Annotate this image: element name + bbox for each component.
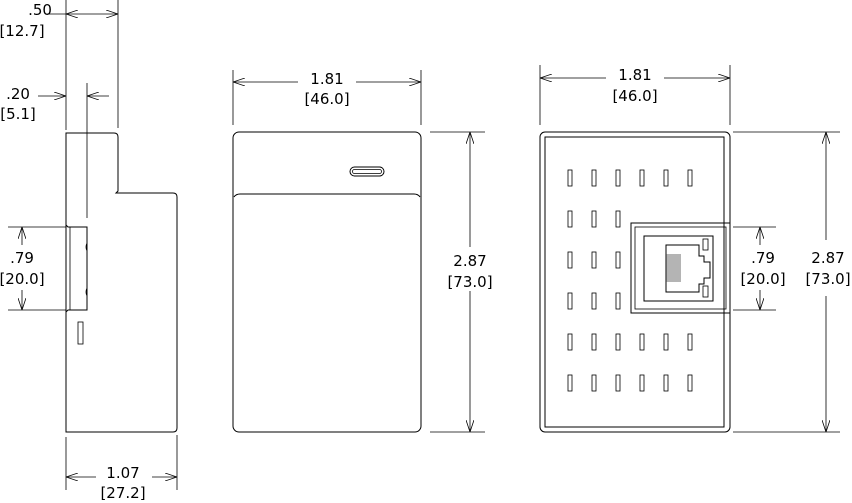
rj45-jack-icon (665, 244, 711, 293)
vent-slot (567, 210, 573, 228)
dim-height-in: 2.87 (811, 249, 844, 267)
vent-slot (615, 251, 621, 269)
dim-depth-total-in: 1.07 (106, 464, 139, 482)
ethernet-port-frame (630, 222, 731, 314)
vent-slot (591, 374, 597, 392)
vent-slot (591, 251, 597, 269)
led-bottom (702, 285, 709, 298)
vent-slot (687, 169, 693, 187)
connector-clips (85, 242, 88, 297)
vent-slot (567, 251, 573, 269)
vent-slot (567, 292, 573, 310)
usb-c-port (349, 166, 385, 177)
vent-slot (591, 333, 597, 351)
rj45-pins (666, 254, 681, 282)
dim-depth-top-in: .50 (28, 1, 52, 19)
vent-slot (687, 374, 693, 392)
vent-slot (639, 374, 645, 392)
vent-slot (615, 210, 621, 228)
dim-height-in: 2.87 (453, 252, 486, 270)
ethernet-port (643, 235, 714, 302)
dim-width-in: 1.81 (618, 66, 651, 84)
vent-slot (591, 210, 597, 228)
dim-offset-in: .20 (6, 85, 30, 103)
vent-slot (663, 169, 669, 187)
dim-port-height-mm: [20.0] (740, 270, 785, 288)
dim-depth-top-mm: [12.7] (0, 22, 45, 40)
back-body-inner (544, 136, 725, 428)
vent-slots (567, 169, 693, 392)
dim-height-mm: [73.0] (805, 270, 850, 288)
dim-width-mm: [46.0] (612, 87, 657, 105)
front-view: 1.81 [46.0] 2.87 [73.0] (232, 66, 498, 433)
side-connector (65, 224, 88, 313)
dim-port-height-in: .79 (10, 249, 34, 267)
back-view: 1.81 [46.0] .79 [20.0] 2.87 [73.0] (539, 62, 852, 433)
dim-width-mm: [46.0] (304, 90, 349, 108)
dim-height-mm: [73.0] (447, 273, 492, 291)
vent-slot (567, 333, 573, 351)
dim-width-in: 1.81 (310, 70, 343, 88)
vent-slot (567, 374, 573, 392)
vent-slot (591, 292, 597, 310)
dim-offset-mm: [5.1] (0, 105, 36, 123)
side-body-outline (65, 132, 178, 433)
vent-slot (663, 374, 669, 392)
vent-slot (687, 333, 693, 351)
dim-port-height-mm: [20.0] (0, 270, 45, 288)
vent-slot (567, 169, 573, 187)
vent-slot (615, 292, 621, 310)
dim-depth-total-mm: [27.2] (100, 484, 145, 502)
ethernet-port-frame-inner (634, 226, 727, 310)
front-lid-line (233, 193, 421, 198)
vent-slot (663, 333, 669, 351)
side-slot (77, 321, 84, 345)
vent-slot (639, 169, 645, 187)
dim-port-height-in: .79 (751, 249, 775, 267)
vent-slot (639, 333, 645, 351)
vent-slot (591, 169, 597, 187)
usb-c-port-inner (352, 169, 382, 174)
led-top (702, 238, 709, 251)
side-view: .50 [12.7] .20 [5.1] .79 [20.0] 1.07 [27… (0, 0, 178, 502)
vent-slot (615, 333, 621, 351)
vent-slot (615, 169, 621, 187)
vent-slot (615, 374, 621, 392)
front-body-outline (232, 131, 422, 433)
